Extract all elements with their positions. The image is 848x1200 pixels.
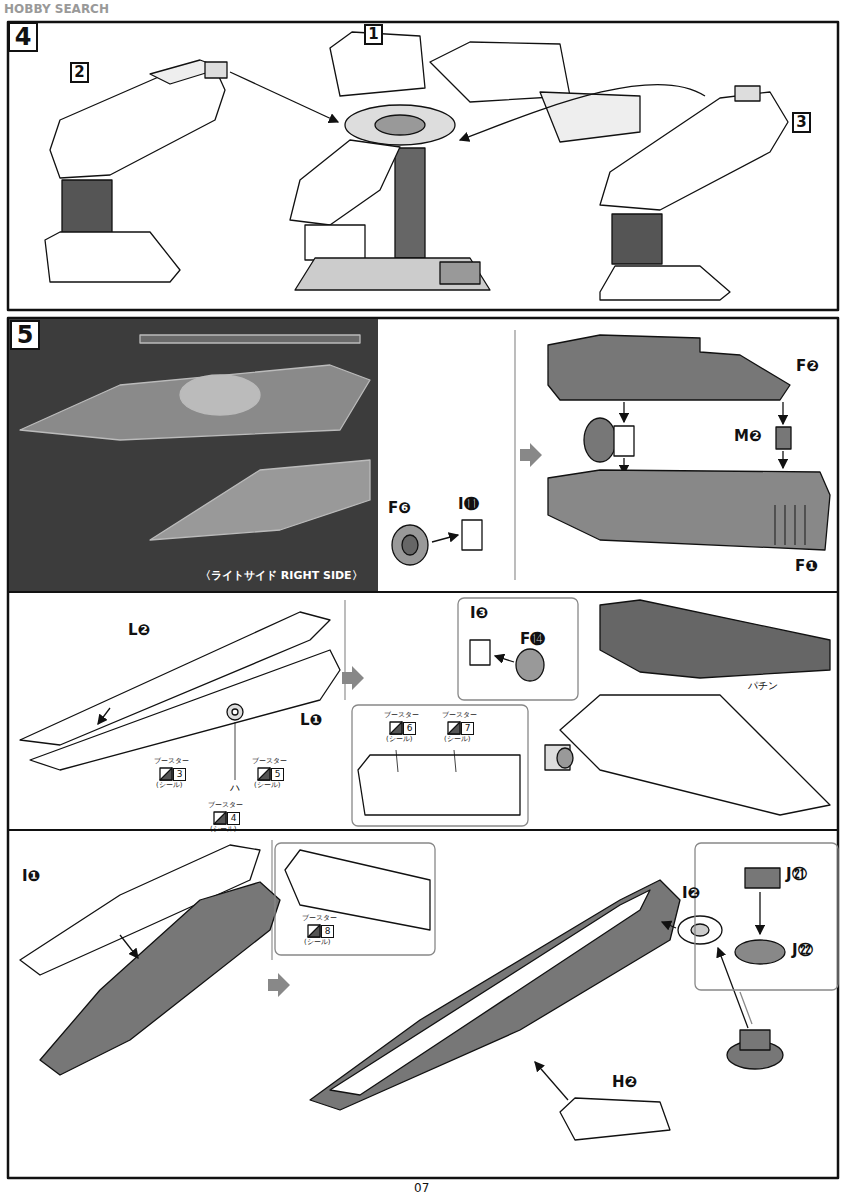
assembly-arrow bbox=[432, 535, 458, 542]
part-f6 bbox=[392, 525, 428, 565]
divider bbox=[8, 591, 838, 593]
part-code: I❸ bbox=[470, 605, 488, 622]
sticker-number: 7 bbox=[461, 722, 474, 735]
sticker-number: 4 bbox=[227, 812, 240, 825]
assembly-arrow bbox=[460, 84, 705, 140]
sticker-number: 3 bbox=[173, 768, 186, 781]
part-code: H❷ bbox=[612, 1074, 637, 1091]
detail-inset bbox=[275, 843, 435, 955]
part-i11 bbox=[462, 520, 482, 550]
part-code: F❻ bbox=[388, 500, 411, 517]
part-code: I⓫ bbox=[458, 496, 479, 513]
sticker-label: ブースター bbox=[442, 711, 477, 719]
sticker-icon bbox=[160, 722, 460, 937]
watermark: HOBBY SEARCH bbox=[4, 3, 109, 17]
booster-assembly bbox=[560, 695, 830, 815]
arm-part-left bbox=[45, 60, 227, 282]
sticker-label: (シール) bbox=[304, 938, 330, 946]
callout-mark: ハ bbox=[230, 782, 240, 794]
step-panel bbox=[8, 22, 838, 310]
assembly-arrow bbox=[230, 72, 338, 122]
sticker-label: (シール) bbox=[156, 781, 182, 789]
sticker-label: (シール) bbox=[444, 735, 470, 743]
photo-caption: 〈ライトサイド RIGHT SIDE〉 bbox=[200, 570, 363, 583]
sticker-number: 8 bbox=[321, 925, 334, 938]
step-panel bbox=[8, 318, 838, 1178]
sticker-label: (シール) bbox=[254, 781, 280, 789]
sound-note: パチン bbox=[748, 680, 778, 692]
step-number-box: 5 bbox=[10, 320, 40, 350]
arm-part-right bbox=[600, 86, 788, 300]
sticker-number: 5 bbox=[271, 768, 284, 781]
sticker-number: 6 bbox=[403, 722, 416, 735]
step-number-box: 2 bbox=[70, 62, 89, 83]
part-code: F❷ bbox=[796, 358, 819, 375]
main-assembly bbox=[290, 32, 640, 290]
detail-inset bbox=[695, 843, 838, 990]
part-f1 bbox=[548, 470, 830, 550]
step-number-box: 4 bbox=[8, 22, 38, 52]
step-number: 4 bbox=[15, 25, 32, 49]
part-code: J㉑ bbox=[786, 866, 807, 883]
divider bbox=[514, 330, 515, 580]
part-code: L❷ bbox=[128, 622, 150, 639]
step-number: 1 bbox=[368, 27, 378, 42]
divider bbox=[344, 600, 345, 700]
frame-assembly bbox=[600, 600, 830, 678]
step-arrow bbox=[520, 443, 542, 467]
part-l1 bbox=[30, 650, 340, 770]
part-f2 bbox=[548, 335, 790, 400]
sticker-label: ブースター bbox=[208, 801, 243, 809]
part-code: J㉒ bbox=[792, 942, 813, 959]
step-number-box: 1 bbox=[364, 24, 383, 45]
step-number-box: 3 bbox=[792, 112, 811, 133]
part-i2 bbox=[678, 916, 722, 944]
sticker-label: ブースター bbox=[154, 757, 189, 765]
step-number: 5 bbox=[17, 323, 34, 347]
part-code: L❶ bbox=[300, 712, 322, 729]
part-m2 bbox=[776, 427, 791, 449]
page-number: 07 bbox=[414, 1182, 429, 1196]
step-arrow bbox=[342, 666, 364, 690]
divider bbox=[8, 829, 838, 831]
detail-inset bbox=[458, 598, 578, 700]
detail-inset bbox=[352, 705, 528, 826]
sticker-label: (シール) bbox=[386, 735, 412, 743]
part-code: I❶ bbox=[22, 868, 40, 885]
part-j22 bbox=[735, 940, 785, 964]
part-j21 bbox=[745, 868, 780, 888]
sticker-label: (シール) bbox=[210, 825, 236, 833]
step-number: 2 bbox=[74, 65, 84, 80]
booster-assembly bbox=[310, 880, 680, 1110]
sticker-label: ブースター bbox=[252, 757, 287, 765]
part-h2 bbox=[560, 1098, 670, 1140]
sticker-label: ブースター bbox=[384, 711, 419, 719]
photo-model bbox=[20, 335, 370, 540]
part-code: M❷ bbox=[734, 428, 762, 445]
step-arrow bbox=[268, 973, 290, 997]
part-code: I❷ bbox=[682, 885, 700, 902]
sticker-label: ブースター bbox=[302, 914, 337, 922]
step-number: 3 bbox=[796, 115, 806, 130]
photo bbox=[9, 319, 378, 591]
part-code: F❶ bbox=[795, 558, 818, 575]
part-code: F⓮ bbox=[520, 631, 545, 648]
